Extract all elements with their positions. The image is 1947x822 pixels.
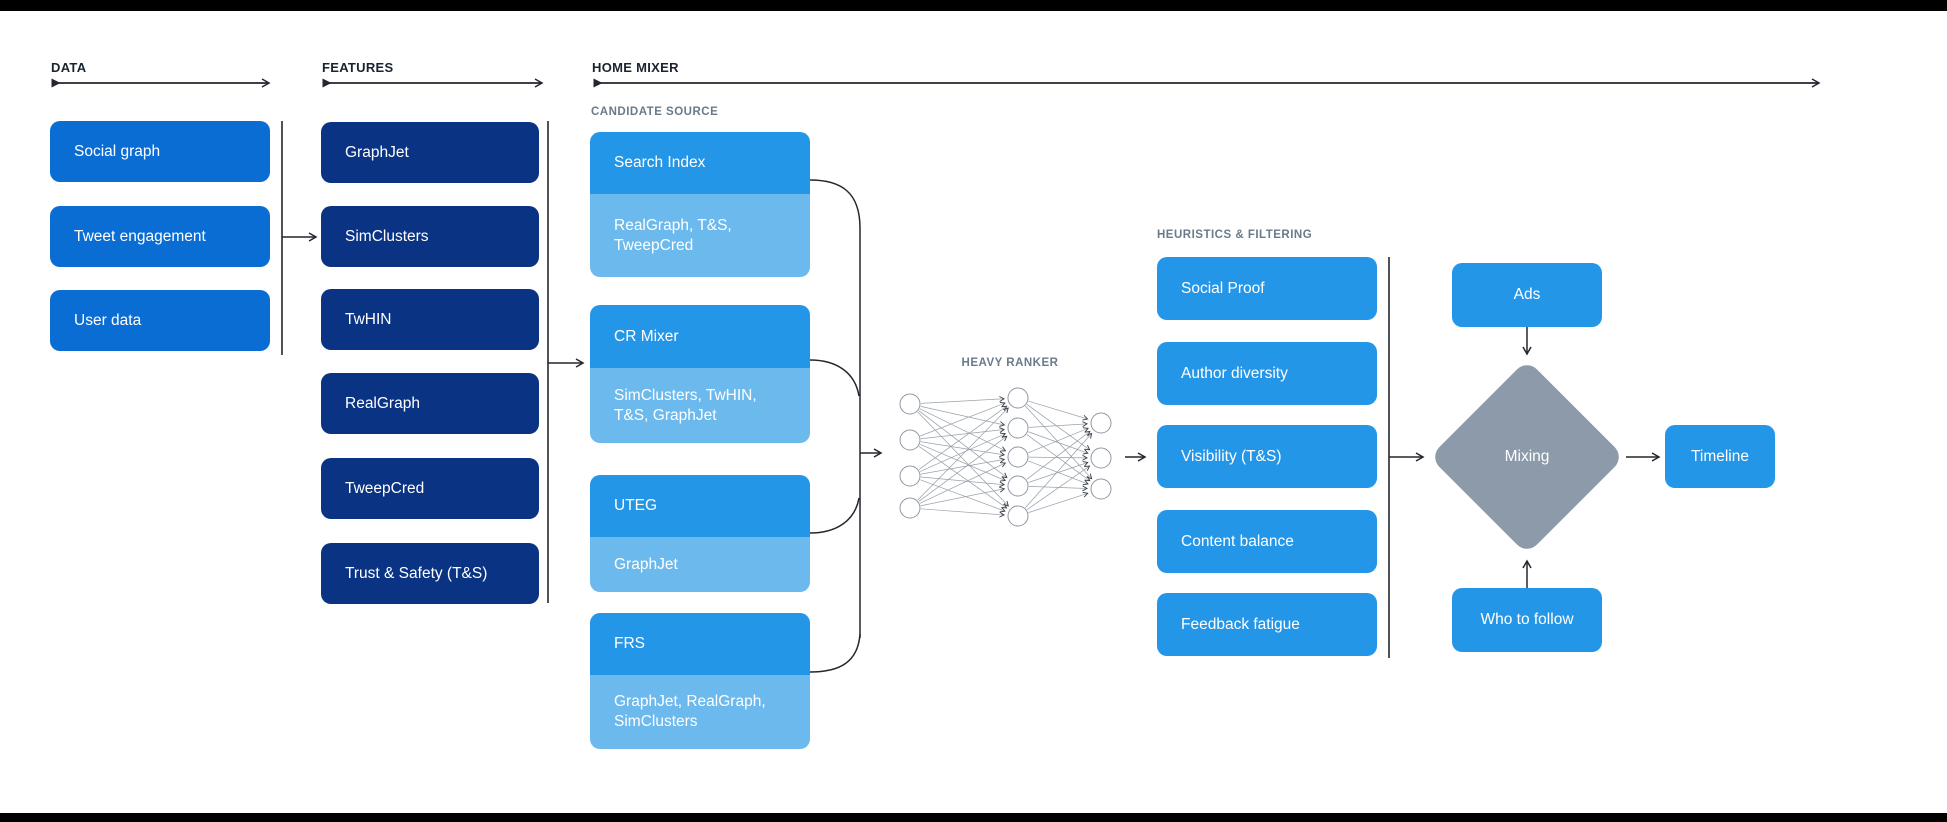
candidate-frs: FRS GraphJet, RealGraph, SimClusters xyxy=(590,613,810,749)
node-who-to-follow: Who to follow xyxy=(1452,588,1602,652)
node-timeline: Timeline xyxy=(1665,425,1775,488)
node-label: User data xyxy=(74,311,142,329)
heuristics-filtering-label: HEURISTICS & FILTERING xyxy=(1157,229,1313,241)
uteg-merge-connector xyxy=(809,497,860,534)
node-visibility-ts: Visibility (T&S) xyxy=(1157,425,1377,488)
node-twhin: TwHIN xyxy=(321,289,539,350)
top-letterbox-bar xyxy=(0,0,1947,11)
candidate-uteg: UTEG GraphJet xyxy=(590,475,810,592)
node-realgraph: RealGraph xyxy=(321,373,539,434)
section-title-data: DATA xyxy=(51,60,87,75)
section-title-home-mixer: HOME MIXER xyxy=(592,60,679,75)
candidate-name: CR Mixer xyxy=(590,305,810,368)
node-label: GraphJet xyxy=(345,143,409,161)
node-simclusters: SimClusters xyxy=(321,206,539,267)
node-label: Social Proof xyxy=(1181,279,1265,297)
node-feedback-fatigue: Feedback fatigue xyxy=(1157,593,1377,656)
node-label: Social graph xyxy=(74,142,161,160)
node-label: Author diversity xyxy=(1181,364,1288,382)
candidate-features-label: GraphJet, RealGraph, SimClusters xyxy=(614,693,766,730)
node-trust-safety: Trust & Safety (T&S) xyxy=(321,543,539,604)
candidate-name: FRS xyxy=(590,613,810,675)
node-label: Trust & Safety (T&S) xyxy=(345,564,488,582)
candidate-name-label: Search Index xyxy=(614,154,706,171)
node-user-data: User data xyxy=(50,290,270,351)
node-label: Ads xyxy=(1513,286,1541,303)
node-tweepcred: TweepCred xyxy=(321,458,539,519)
candidate-name: UTEG xyxy=(590,475,810,537)
node-label: Tweet engagement xyxy=(74,227,206,245)
candidate-cr-mixer: CR Mixer SimClusters, TwHIN, T&S, GraphJ… xyxy=(590,305,810,443)
heavy-ranker-label: HEAVY RANKER xyxy=(961,357,1059,369)
candidate-name-label: CR Mixer xyxy=(614,327,679,345)
candidate-name: Search Index xyxy=(590,132,810,194)
node-label: Content balance xyxy=(1181,532,1294,550)
node-label: Who to follow xyxy=(1480,611,1574,628)
heavy-ranker-network xyxy=(899,387,1112,527)
cr-mixer-merge-connector xyxy=(809,359,860,397)
node-label: Feedback fatigue xyxy=(1181,615,1300,633)
node-label: Timeline xyxy=(1691,447,1749,465)
node-social-proof: Social Proof xyxy=(1157,257,1377,320)
candidate-features: RealGraph, T&S, TweepCred xyxy=(590,194,810,277)
node-label: TwHIN xyxy=(345,310,392,328)
node-social-graph: Social graph xyxy=(50,121,270,182)
node-tweet-engagement: Tweet engagement xyxy=(50,206,270,267)
candidate-features-label: RealGraph, T&S, TweepCred xyxy=(614,216,732,254)
node-graphjet: GraphJet xyxy=(321,122,539,183)
node-ads: Ads xyxy=(1452,263,1602,327)
node-label: TweepCred xyxy=(345,479,425,497)
section-title-features: FEATURES xyxy=(322,60,394,75)
candidate-search-index: Search Index RealGraph, T&S, TweepCred xyxy=(590,132,810,277)
candidate-features-label: SimClusters, TwHIN, T&S, GraphJet xyxy=(614,386,757,424)
candidate-features-label: GraphJet xyxy=(614,555,678,573)
candidate-features: SimClusters, TwHIN, T&S, GraphJet xyxy=(590,368,810,443)
candidate-name-label: FRS xyxy=(614,635,645,652)
node-author-diversity: Author diversity xyxy=(1157,342,1377,405)
node-label: SimClusters xyxy=(345,227,429,245)
candidate-features: GraphJet xyxy=(590,537,810,592)
bottom-letterbox-bar xyxy=(0,813,1947,822)
node-content-balance: Content balance xyxy=(1157,510,1377,573)
candidate-features: GraphJet, RealGraph, SimClusters xyxy=(590,675,810,749)
node-label: Visibility (T&S) xyxy=(1181,447,1282,465)
search-index-merge-connector xyxy=(809,179,861,638)
node-label: RealGraph xyxy=(345,394,420,412)
frs-merge-connector xyxy=(809,633,861,673)
candidate-name-label: UTEG xyxy=(614,497,658,514)
candidate-source-label: CANDIDATE SOURCE xyxy=(591,106,719,118)
node-mixing: Mixing xyxy=(1458,388,1596,526)
node-label: Mixing xyxy=(1504,448,1550,465)
